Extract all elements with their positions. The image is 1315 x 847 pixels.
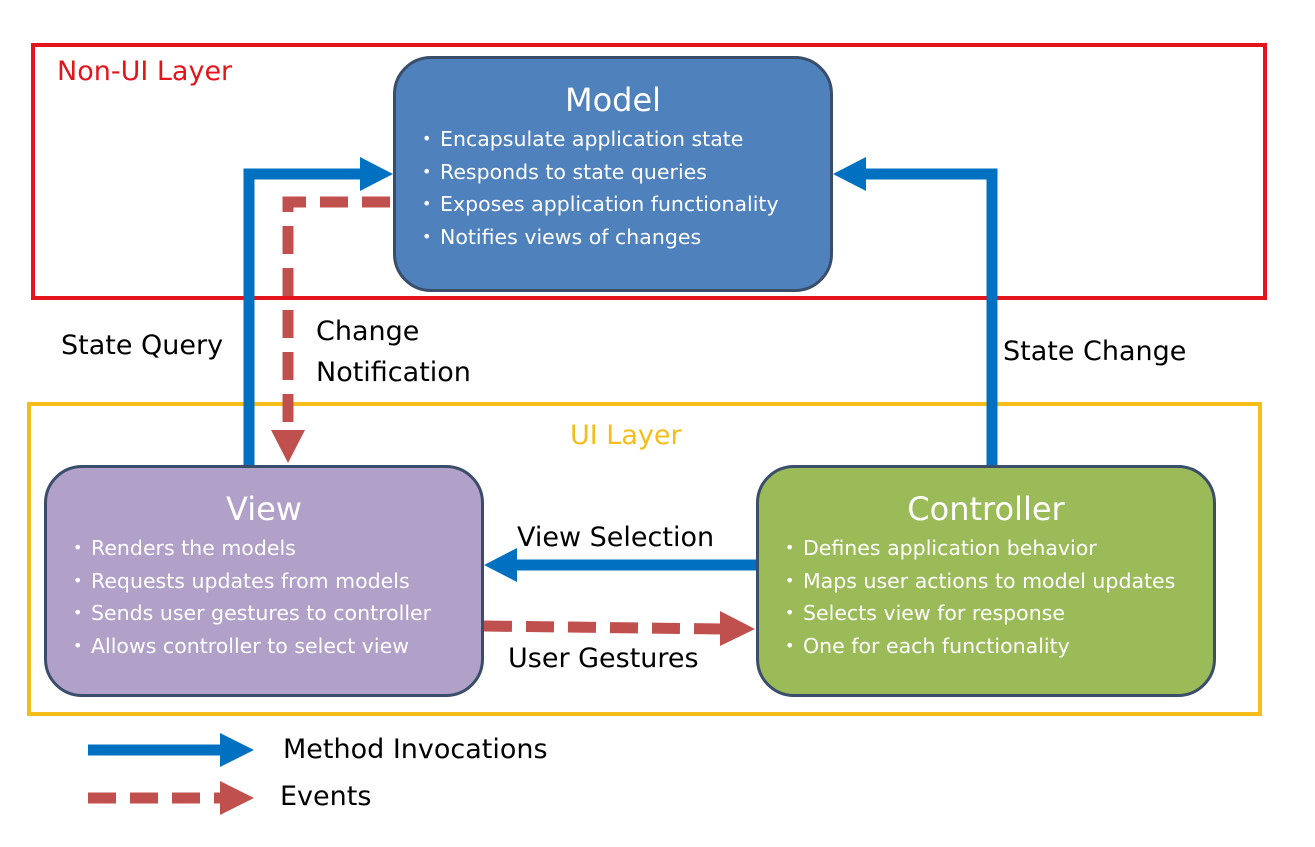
state-query-arrow xyxy=(243,157,393,465)
view-box: View •Renders the models •Requests updat… xyxy=(44,465,484,697)
bullet-icon: • xyxy=(785,603,795,622)
bullet-icon: • xyxy=(73,603,83,622)
change-notification-arrow xyxy=(271,196,390,463)
list-item: •Notifies views of changes xyxy=(422,221,830,254)
bullet-icon: • xyxy=(422,194,432,213)
list-item: •Renders the models xyxy=(73,532,481,565)
change-notification-label: Change Notification xyxy=(316,316,471,388)
view-responsibilities: •Renders the models •Requests updates fr… xyxy=(47,532,481,662)
list-item: •Sends user gestures to controller xyxy=(73,597,481,630)
state-change-arrow xyxy=(833,157,998,465)
model-title: Model xyxy=(564,81,662,119)
bullet-icon: • xyxy=(73,538,83,557)
list-item: •One for each functionality xyxy=(785,630,1213,663)
bullet-icon: • xyxy=(422,226,432,246)
view-selection-label: View Selection xyxy=(517,522,715,553)
state-query-label: State Query xyxy=(61,330,224,361)
controller-title: Controller xyxy=(907,490,1065,528)
model-responsibilities: •Encapsulate application state •Responds… xyxy=(396,123,830,253)
non-ui-layer-frame xyxy=(31,43,1267,300)
list-item: •Defines application behavior xyxy=(785,532,1213,565)
controller-responsibilities: •Defines application behavior •Maps user… xyxy=(759,532,1213,662)
list-item: •Maps user actions to model updates xyxy=(785,565,1213,598)
list-item: •Responds to state queries xyxy=(422,156,830,189)
list-item: •Exposes application functionality xyxy=(422,188,830,221)
bullet-icon: • xyxy=(422,161,432,181)
bullet-icon: • xyxy=(422,129,432,148)
bullet-icon: • xyxy=(73,635,83,655)
view-selection-arrow xyxy=(484,548,756,582)
legend-method-label: Method Invocations xyxy=(283,734,548,765)
bullet-icon: • xyxy=(785,570,795,590)
user-gestures-arrow xyxy=(483,611,755,646)
bullet-icon: • xyxy=(785,635,795,655)
ui-layer-label: UI Layer xyxy=(570,420,682,451)
legend-events-label: Events xyxy=(280,781,372,812)
bullet-icon: • xyxy=(73,570,83,590)
controller-box: Controller •Defines application behavior… xyxy=(756,465,1216,697)
user-gestures-label: User Gestures xyxy=(508,643,699,674)
legend-events-arrow xyxy=(88,781,254,815)
model-box: Model •Encapsulate application state •Re… xyxy=(393,56,833,292)
list-item: •Allows controller to select view xyxy=(73,630,481,663)
non-ui-layer-label: Non-UI Layer xyxy=(57,56,233,87)
list-item: •Requests updates from models xyxy=(73,565,481,598)
list-item: •Encapsulate application state xyxy=(422,123,830,156)
state-change-label: State Change xyxy=(1003,336,1187,367)
bullet-icon: • xyxy=(785,538,795,557)
view-title: View xyxy=(226,490,302,528)
list-item: •Selects view for response xyxy=(785,597,1213,630)
ui-layer-frame xyxy=(27,402,1262,716)
legend-method-arrow xyxy=(88,733,254,767)
